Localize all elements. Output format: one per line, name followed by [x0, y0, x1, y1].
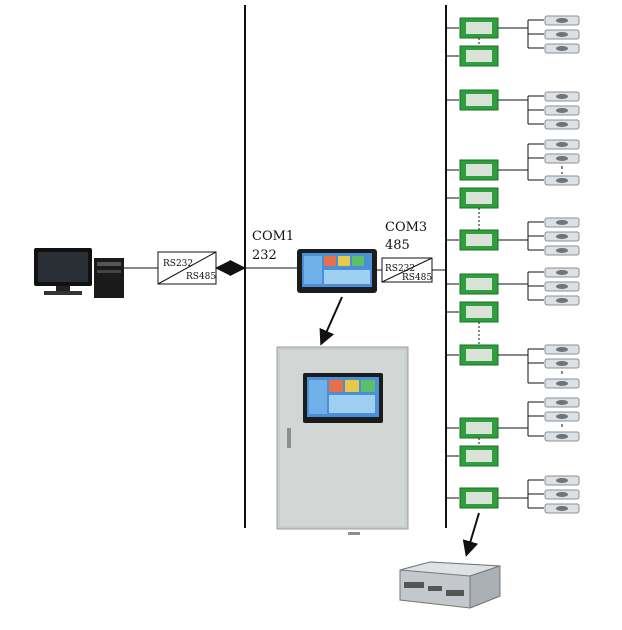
fan-filter-unit-fan [556, 347, 568, 352]
io-module-label-plate [466, 450, 492, 462]
desktop-pc-icon [34, 248, 124, 298]
io-module-label-plate [466, 22, 492, 34]
fan-filter-unit-fan [556, 18, 568, 23]
fan-filter-unit-fan [556, 122, 568, 127]
fan-filter-unit-fan [556, 270, 568, 275]
io-module-label-plate [466, 278, 492, 290]
fan-filter-unit-fan [556, 284, 568, 289]
io-module-label-plate [466, 164, 492, 176]
io-module-label-plate [466, 94, 492, 106]
fan-filter-unit-fan [556, 434, 568, 439]
fan-filter-unit-fan [556, 220, 568, 225]
fan-filter-unit-fan [556, 94, 568, 99]
fan-filter-unit-fan [556, 492, 568, 497]
com3-sub-label: 485 [385, 238, 410, 253]
rs-converter-right: RS232 RS485 [381, 257, 433, 283]
fan-filter-unit-fan [556, 234, 568, 239]
driver-box-icon [399, 561, 501, 609]
control-cabinet-icon [276, 346, 409, 535]
fan-filter-unit-fan [556, 248, 568, 253]
fan-filter-unit-fan [556, 108, 568, 113]
converter-right-top-label: RS232 [385, 264, 415, 274]
io-module-label-plate [466, 50, 492, 62]
module-to-driver-arrow [462, 512, 480, 557]
io-module-label-plate [466, 234, 492, 246]
device-tree [446, 15, 580, 514]
rs-converter-left: RS232 RS485 [157, 251, 217, 285]
fan-filter-unit-fan [556, 414, 568, 419]
com1-sub-label: 232 [252, 248, 277, 263]
hmi-panel-icon [297, 249, 377, 293]
converter-left-top-label: RS232 [163, 259, 193, 269]
fan-filter-unit-fan [556, 361, 568, 366]
fan-filter-unit-fan [556, 46, 568, 51]
fan-filter-unit-fan [556, 156, 568, 161]
fan-filter-unit-fan [556, 478, 568, 483]
io-module-label-plate [466, 306, 492, 318]
fan-filter-unit-fan [556, 381, 568, 386]
io-module-label-plate [466, 492, 492, 504]
io-module-label-plate [466, 192, 492, 204]
fan-filter-unit-fan [556, 400, 568, 405]
com1-label: COM1 [252, 229, 294, 244]
fan-filter-unit-fan [556, 32, 568, 37]
hmi-to-cabinet-arrow [319, 296, 343, 346]
converter-left-bottom-label: RS485 [186, 272, 216, 282]
io-module-label-plate [466, 422, 492, 434]
com3-label: COM3 [385, 220, 427, 235]
converter-right-bottom-label: RS485 [402, 273, 432, 283]
fan-filter-unit-fan [556, 298, 568, 303]
fan-filter-unit-fan [556, 142, 568, 147]
fan-filter-unit-fan [556, 178, 568, 183]
io-module-label-plate [466, 349, 492, 361]
fan-filter-unit-fan [556, 506, 568, 511]
